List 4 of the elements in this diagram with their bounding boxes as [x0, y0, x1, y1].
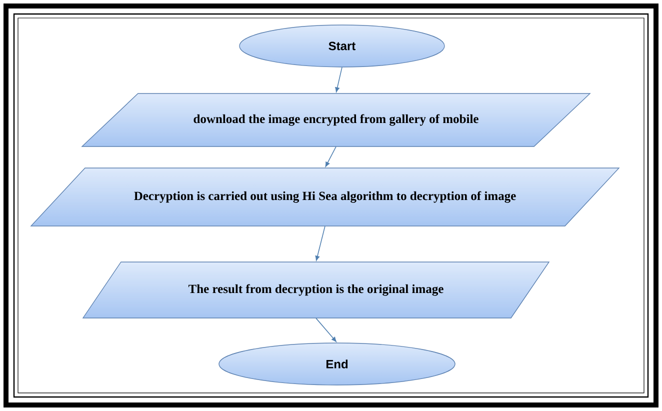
- arrow: [335, 66, 342, 92]
- arrow: [325, 146, 336, 167]
- arrow: [316, 318, 336, 342]
- arrow: [315, 226, 326, 261]
